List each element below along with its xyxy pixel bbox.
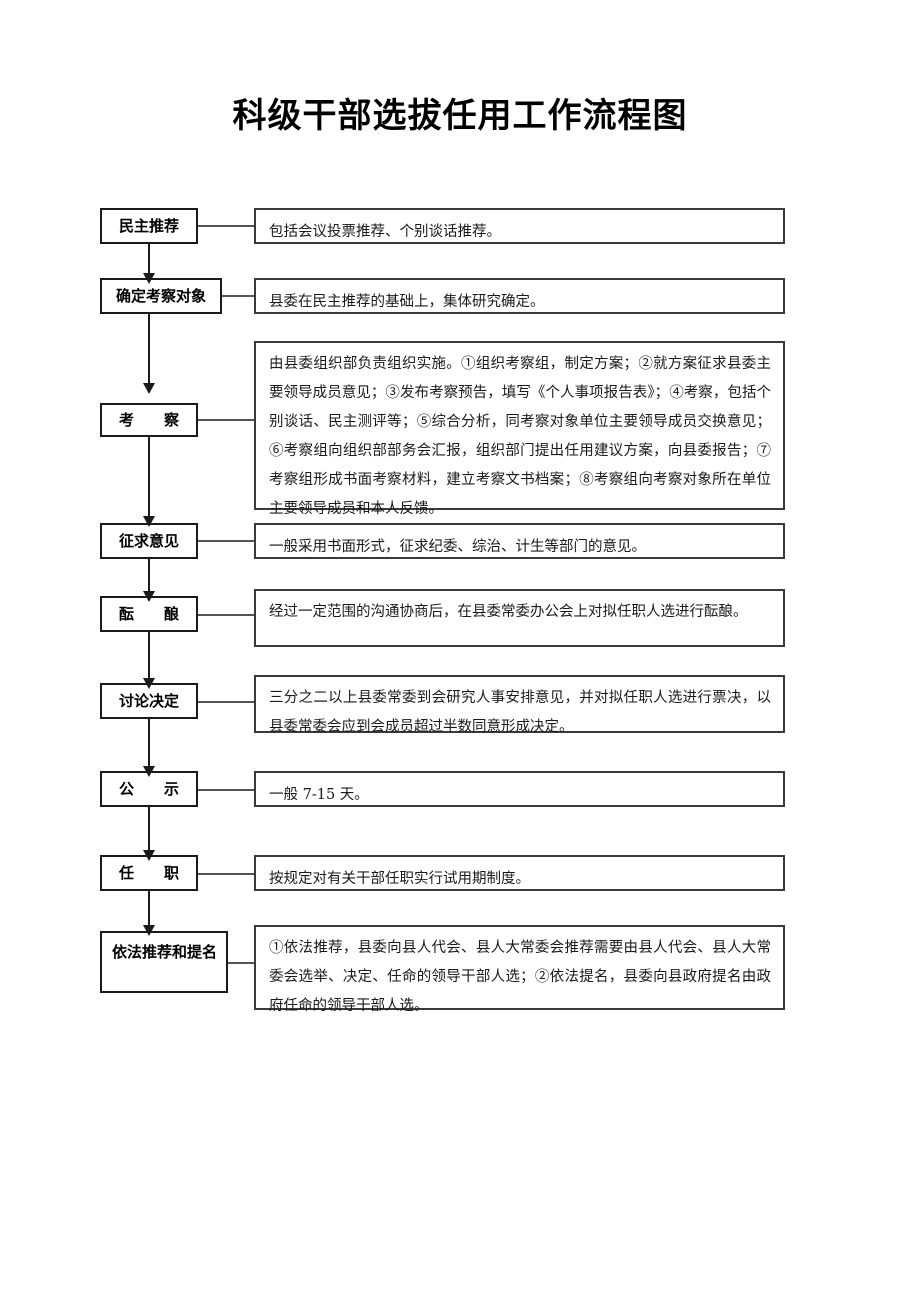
stage-box-solicit-opinions[interactable]: 征求意见: [100, 523, 198, 559]
stage-box-inspection[interactable]: 考 察: [100, 403, 198, 437]
arrow-head-icon-7: [143, 850, 155, 861]
stage-box-lawful-recommendation-nomination[interactable]: 依法推荐和提名: [100, 931, 228, 993]
connector-vertical-2-to-3: [148, 314, 150, 388]
connector-horizontal-step-3: [198, 419, 254, 421]
arrow-head-icon-1: [143, 273, 155, 284]
connector-vertical-3-to-4: [148, 437, 150, 521]
stage-box-determine-inspection-target[interactable]: 确定考察对象: [100, 278, 222, 314]
description-box-appointment: 按规定对有关干部任职实行试用期制度。: [254, 855, 785, 891]
connector-horizontal-step-7: [198, 789, 254, 791]
connector-horizontal-step-2: [222, 295, 254, 297]
stage-box-deliberation[interactable]: 酝 酿: [100, 596, 198, 632]
arrow-head-icon-4: [143, 591, 155, 602]
connector-horizontal-step-5: [198, 614, 254, 616]
stage-box-public-announcement[interactable]: 公 示: [100, 771, 198, 807]
description-box-lawful-recommendation-nomination: ①依法推荐，县委向县人代会、县人大常委会推荐需要由县人代会、县人大常委会选举、决…: [254, 925, 785, 1014]
stage-box-democratic-recommendation[interactable]: 民主推荐: [100, 208, 198, 244]
arrow-head-icon-6: [143, 766, 155, 777]
connector-horizontal-step-4: [198, 540, 254, 542]
description-box-discussion-decision: 三分之二以上县委常委到会研究人事安排意见，并对拟任职人选进行票决，以县委常委会应…: [254, 675, 785, 735]
description-box-determine-inspection-target: 县委在民主推荐的基础上，集体研究确定。: [254, 278, 785, 314]
connector-vertical-4-to-5: [148, 559, 150, 596]
connector-horizontal-step-8: [198, 873, 254, 875]
description-box-public-announcement: 一般 7-15 天。: [254, 771, 785, 807]
description-box-inspection: 由县委组织部负责组织实施。①组织考察组，制定方案；②就方案征求县委主要领导成员意…: [254, 341, 785, 517]
arrow-head-icon-8: [143, 925, 155, 936]
connector-horizontal-step-6: [198, 701, 254, 703]
connector-horizontal-step-1: [198, 225, 254, 227]
connector-vertical-8-to-9: [148, 891, 150, 930]
connector-vertical-1-to-2: [148, 244, 150, 278]
connector-vertical-5-to-6: [148, 632, 150, 683]
description-box-solicit-opinions: 一般采用书面形式，征求纪委、综治、计生等部门的意见。: [254, 523, 785, 559]
description-box-deliberation: 经过一定范围的沟通协商后，在县委常委办公会上对拟任职人选进行酝酿。: [254, 589, 785, 647]
arrow-head-icon-2: [143, 383, 155, 394]
arrow-head-icon-3: [143, 516, 155, 527]
page-title: 科级干部选拔任用工作流程图: [232, 96, 688, 136]
description-box-democratic-recommendation: 包括会议投票推荐、个别谈话推荐。: [254, 208, 785, 244]
connector-horizontal-step-9: [228, 962, 254, 964]
connector-vertical-7-to-8: [148, 807, 150, 855]
connector-vertical-6-to-7: [148, 719, 150, 771]
arrow-head-icon-5: [143, 678, 155, 689]
